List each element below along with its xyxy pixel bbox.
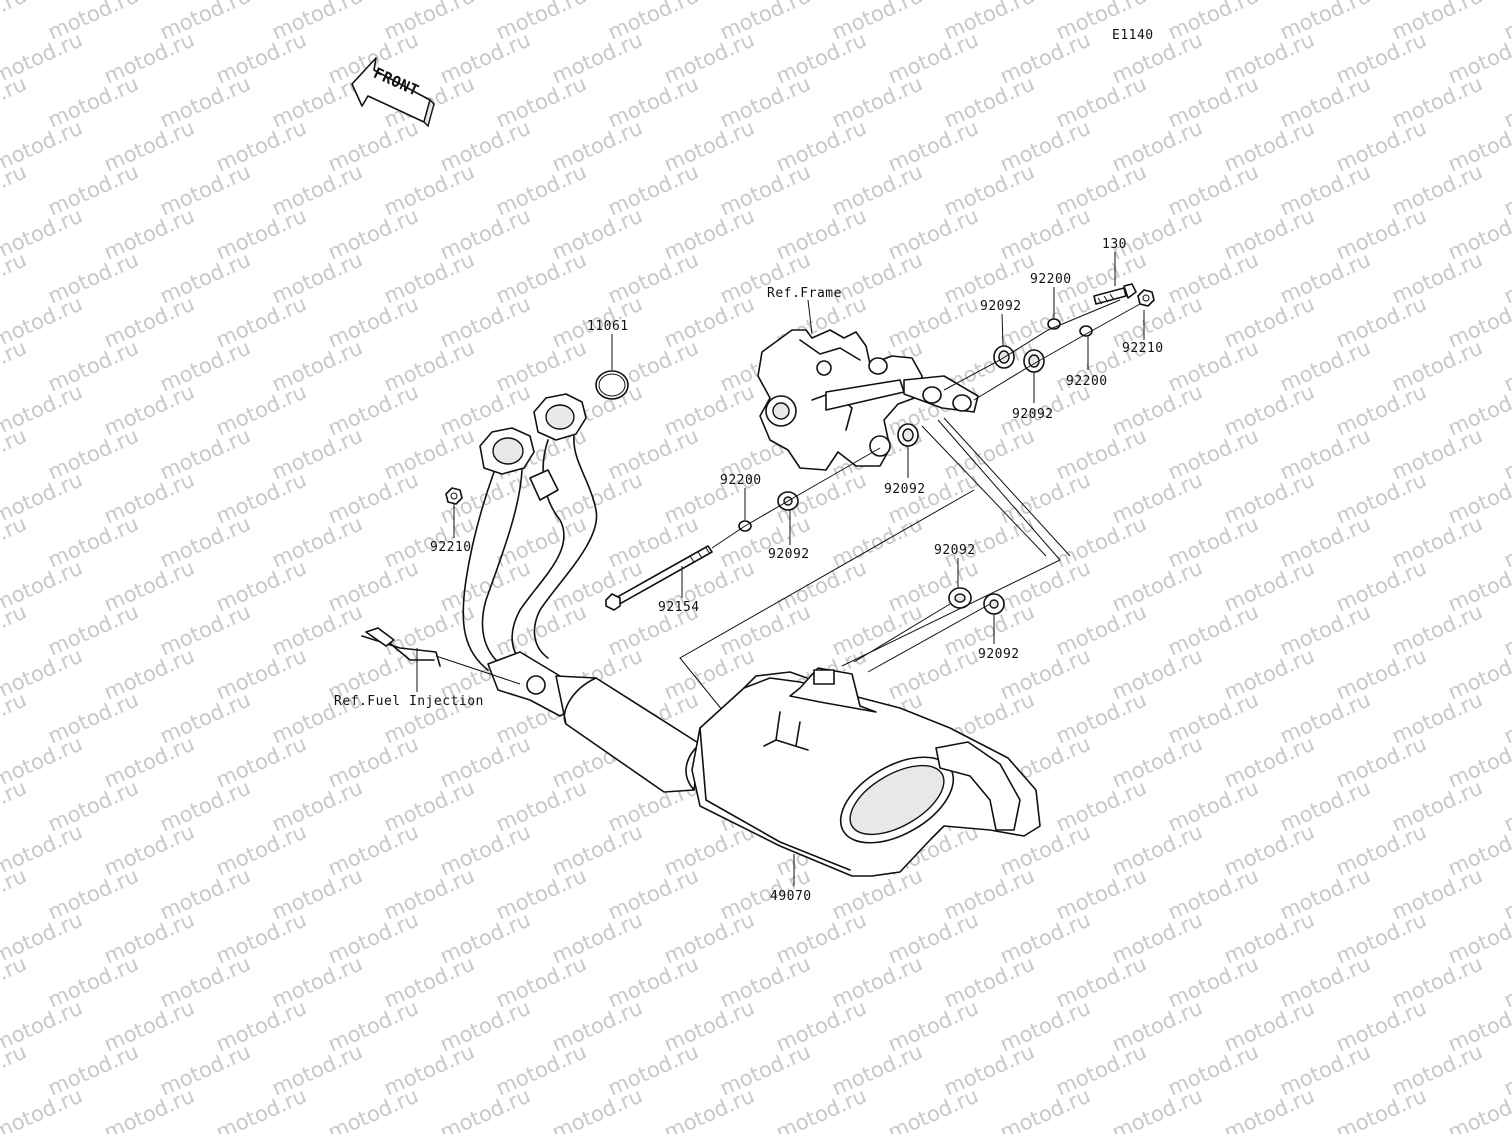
watermark-text: motod.ru: [1500, 335, 1512, 396]
watermark-text: motod.ru: [0, 159, 30, 220]
grommet-92092-lower: [1023, 349, 1045, 373]
watermark-text: motod.ru: [1500, 775, 1512, 836]
watermark-text: motod.ru: [1500, 951, 1512, 1012]
callout-130: 130: [1102, 237, 1127, 252]
watermark-text: motod.ru: [100, 1083, 198, 1134]
grommet-92092-lower-right: [983, 593, 1005, 615]
watermark-text: motod.ru: [0, 599, 30, 660]
grommet-92092-lower-left: [948, 587, 972, 609]
watermark-text: motod.ru: [436, 1083, 534, 1134]
watermark-text: motod.ru: [0, 511, 30, 572]
watermark-text: motod.ru: [1108, 1083, 1206, 1134]
watermark-text: motod.ru: [0, 1039, 30, 1100]
ref-frame-label: Ref.Frame: [767, 286, 842, 301]
callout-92200-c: 92200: [720, 473, 762, 488]
callout-92200-b: 92200: [1066, 374, 1108, 389]
bolt-130: [1093, 283, 1137, 305]
watermark-text: motod.ru: [1500, 71, 1512, 132]
watermark-text: motod.ru: [0, 423, 30, 484]
watermark-text: motod.ru: [0, 1083, 86, 1134]
watermark-text: motod.ru: [1444, 1083, 1512, 1134]
callout-11061: 11061: [587, 319, 629, 334]
watermark-text: motod.ru: [1500, 0, 1512, 45]
callout-92092-a: 92092: [980, 299, 1022, 314]
watermark-text: motod.ru: [0, 687, 30, 748]
watermark-text: motod.ru: [0, 335, 30, 396]
watermark-text: motod.ru: [0, 951, 30, 1012]
callout-labels: 130 92200 92092 92210 92200 92092 11061 …: [334, 237, 1164, 904]
watermark-text: motod.ru: [660, 1083, 758, 1134]
watermark-text: motod.ru: [1500, 423, 1512, 484]
watermark-text: motod.ru: [1500, 687, 1512, 748]
callout-92210-b: 92210: [430, 540, 472, 555]
watermark-text: motod.ru: [996, 1083, 1094, 1134]
bolt-92154: [605, 545, 713, 611]
watermark-text: motod.ru: [1332, 1083, 1430, 1134]
watermark-text: motod.ru: [1500, 247, 1512, 308]
watermark-text: motod.ru: [884, 1083, 982, 1134]
callout-49070: 49070: [770, 889, 812, 904]
watermark-text: motod.ru: [212, 1083, 310, 1134]
watermark-text: motod.ru: [1500, 599, 1512, 660]
callout-92200-a: 92200: [1030, 272, 1072, 287]
watermark-text: motod.ru: [0, 71, 30, 132]
diagram-code: E1140: [1112, 28, 1154, 43]
watermark-text: motod.ru: [1500, 863, 1512, 924]
watermark-text: motod.ru: [1500, 159, 1512, 220]
watermark-text: motod.ru: [0, 247, 30, 308]
callout-92092-f: 92092: [978, 647, 1020, 662]
watermark-text: motod.ru: [772, 1083, 870, 1134]
frame-bracket: [757, 329, 979, 471]
callout-92154: 92154: [658, 600, 700, 615]
o2-sensor: [361, 627, 521, 685]
callout-92092-c: 92092: [884, 482, 926, 497]
callout-92210-a: 92210: [1122, 341, 1164, 356]
watermark-text: motod.ru: [0, 0, 30, 45]
leader-lines: [416, 252, 1145, 886]
grommet-92092-frame: [897, 423, 919, 447]
muffler-49070: [691, 667, 1041, 877]
watermark-text: motod.ru: [0, 775, 30, 836]
watermark-text: motod.ru: [1500, 511, 1512, 572]
nut-92210-right: [1137, 289, 1155, 307]
callout-92092-d: 92092: [768, 547, 810, 562]
callout-92092-b: 92092: [1012, 407, 1054, 422]
ref-fuel-injection-label: Ref.Fuel Injection: [334, 694, 484, 709]
watermark-text: motod.ru: [1220, 1083, 1318, 1134]
watermark-text: motod.ru: [324, 1083, 422, 1134]
nut-92210-left: [445, 487, 463, 505]
watermark-text: motod.ru: [548, 1083, 646, 1134]
callout-92092-e: 92092: [934, 543, 976, 558]
gasket-11061: [595, 370, 629, 400]
watermark-text: motod.ru: [1500, 1039, 1512, 1100]
exhaust-header-pipes: [462, 393, 701, 793]
watermark-text: motod.ru: [0, 863, 30, 924]
